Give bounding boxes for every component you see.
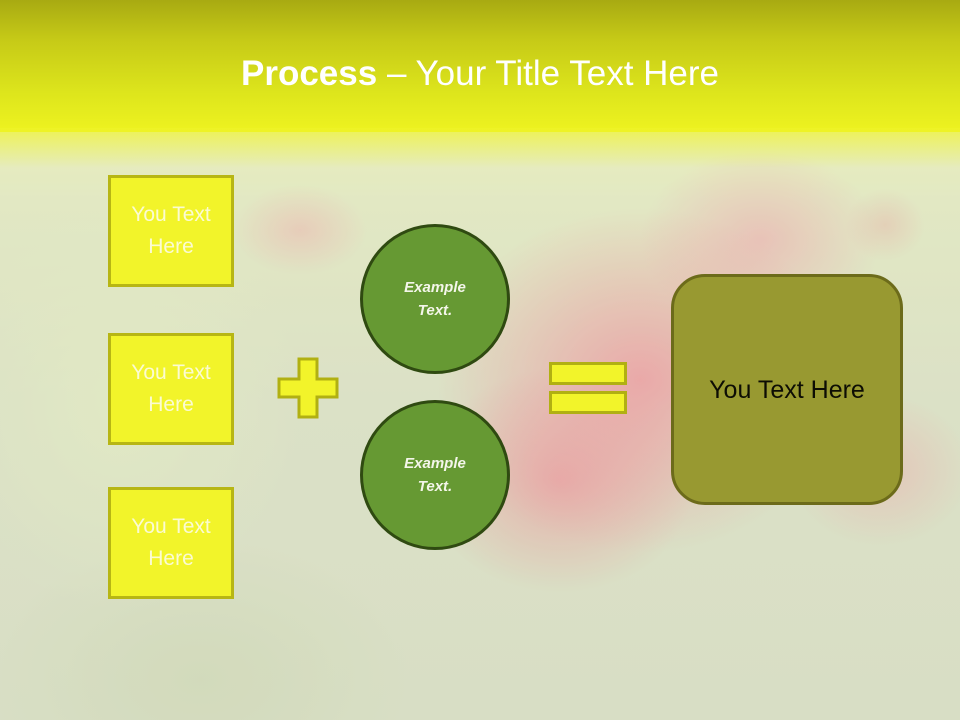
circle-label: Example Text.: [404, 455, 466, 495]
example-circle-2[interactable]: Example Text.: [360, 400, 510, 550]
plus-icon[interactable]: [277, 357, 339, 419]
input-box-3[interactable]: You Text Here: [108, 487, 234, 599]
circle-label: Example Text.: [404, 279, 466, 319]
result-box[interactable]: You Text Here: [671, 274, 903, 505]
title-banner-fade: [0, 128, 960, 168]
input-box-label: You Text Here: [131, 361, 211, 416]
slide-title-bold: Process: [241, 54, 378, 93]
input-box-label: You Text Here: [131, 203, 211, 258]
equals-icon[interactable]: [549, 362, 627, 414]
slide-title[interactable]: Process – Your Title Text Here: [0, 52, 960, 96]
title-banner: [0, 0, 960, 132]
result-box-label: You Text Here: [709, 375, 865, 404]
input-box-label: You Text Here: [131, 515, 211, 570]
slide-title-rest: – Your Title Text Here: [377, 54, 719, 93]
input-box-2[interactable]: You Text Here: [108, 333, 234, 445]
input-box-1[interactable]: You Text Here: [108, 175, 234, 287]
example-circle-1[interactable]: Example Text.: [360, 224, 510, 374]
